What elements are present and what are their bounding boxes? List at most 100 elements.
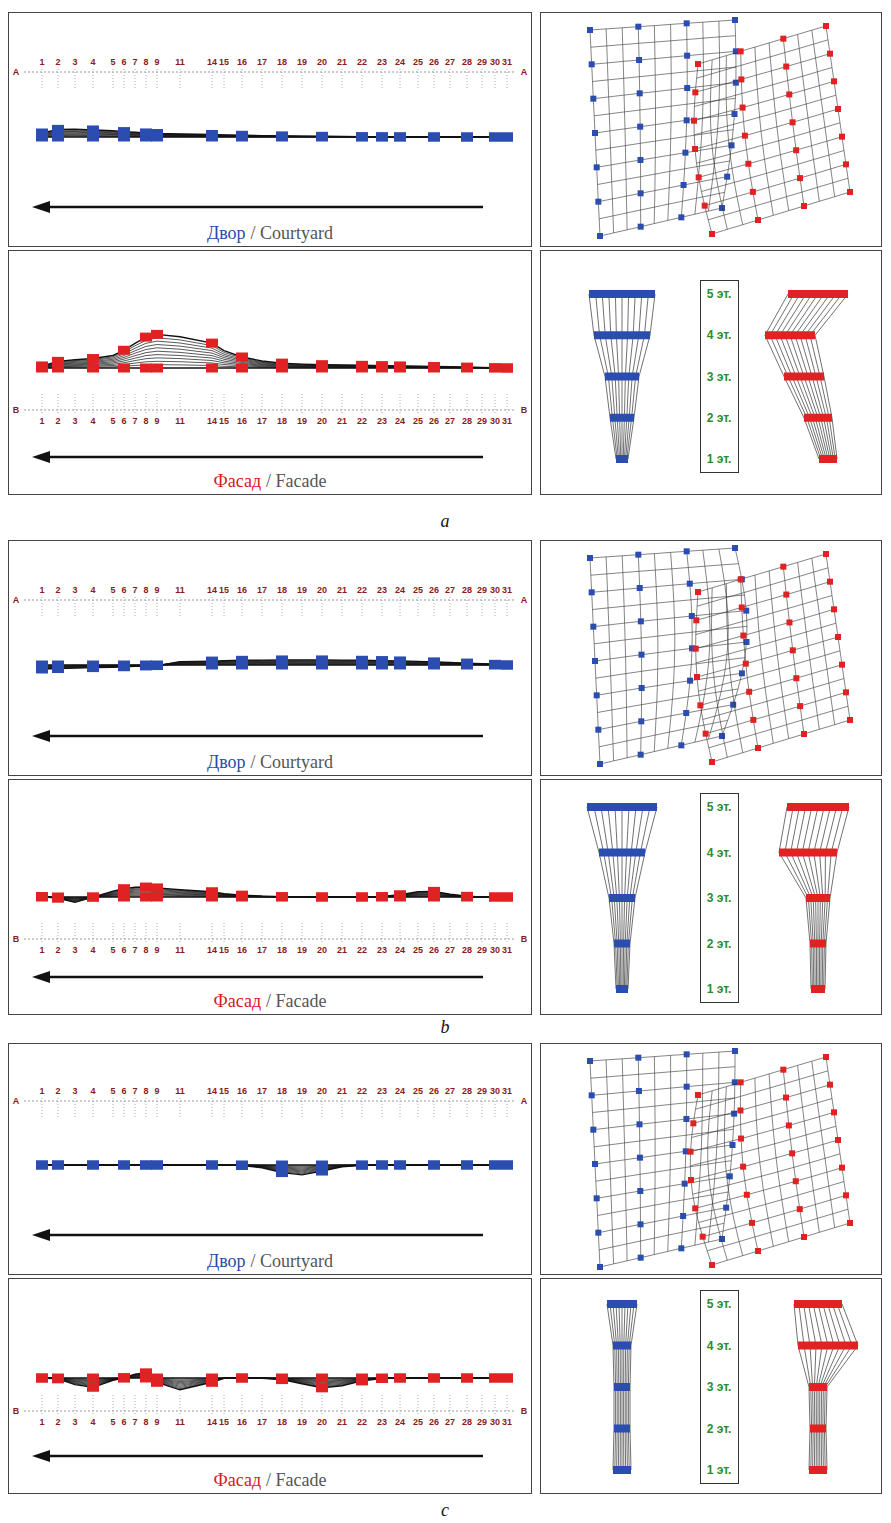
survey-mark xyxy=(118,884,130,893)
section-line xyxy=(824,1304,852,1470)
mesh-mark xyxy=(801,1234,807,1240)
mesh-line xyxy=(712,1223,850,1265)
section-line xyxy=(826,1304,858,1470)
axis-label: 18 xyxy=(277,1087,287,1096)
mesh-mark xyxy=(797,703,803,709)
mesh-line xyxy=(592,51,736,64)
mesh-line xyxy=(595,1145,733,1164)
survey-mark xyxy=(428,1161,440,1170)
survey-mark xyxy=(52,357,64,366)
survey-mark xyxy=(461,659,473,668)
axis-tick xyxy=(135,1098,136,1117)
survey-mark xyxy=(52,1374,64,1383)
survey-mark xyxy=(118,364,130,373)
survey-mark xyxy=(140,661,152,670)
mesh-mark xyxy=(687,678,693,684)
caption-text: / Facade xyxy=(266,471,326,491)
mesh-mark xyxy=(750,717,756,723)
mesh-mark xyxy=(831,1109,837,1115)
section-line xyxy=(785,294,826,459)
mesh-mark xyxy=(738,576,744,582)
axis-label: 26 xyxy=(429,946,439,955)
survey-mark xyxy=(140,364,152,373)
arrow-head xyxy=(32,1450,50,1462)
mesh-mark xyxy=(589,61,595,67)
direction-arrow xyxy=(46,206,483,209)
mesh-mark xyxy=(709,231,715,237)
survey-mark xyxy=(376,1161,388,1170)
axis-tick xyxy=(242,394,243,413)
axis-label: 8 xyxy=(143,417,148,426)
view-frame xyxy=(541,1044,882,1275)
mesh-mark xyxy=(839,1165,845,1171)
survey-mark xyxy=(461,363,473,372)
mesh-line xyxy=(725,1087,743,1256)
survey-mark xyxy=(316,1383,328,1392)
mesh-line xyxy=(693,1154,840,1194)
mesh-mark xyxy=(738,48,744,54)
axis-label: 26 xyxy=(429,586,439,595)
axis-label: B xyxy=(13,935,20,944)
mesh-line xyxy=(694,68,832,107)
survey-mark xyxy=(356,893,368,902)
survey-mark xyxy=(428,1374,440,1383)
view-frame xyxy=(541,13,882,247)
axis-tick xyxy=(362,597,363,616)
axis-tick xyxy=(322,923,323,942)
mesh-line xyxy=(695,1168,842,1209)
mesh-mark xyxy=(755,217,761,223)
survey-mark xyxy=(394,1374,406,1383)
survey-mark xyxy=(140,893,152,902)
mesh-line xyxy=(600,736,722,764)
wall-caption: Двор/ Courtyard xyxy=(9,1250,531,1272)
mesh-mark xyxy=(755,1248,761,1254)
axis-tick xyxy=(434,1395,435,1414)
axis-label: 5 xyxy=(110,1418,115,1427)
mesh-mark xyxy=(684,53,690,59)
axis-label: A xyxy=(13,68,20,77)
panel-letter: a xyxy=(441,512,450,530)
axis-label: 5 xyxy=(110,586,115,595)
axis-tick xyxy=(495,1098,496,1117)
axis-tick xyxy=(93,597,94,616)
mesh-mark xyxy=(595,1230,601,1236)
survey-mark xyxy=(394,1161,406,1170)
mesh-line xyxy=(697,637,838,677)
axis-label: 14 xyxy=(207,1418,217,1427)
mesh-mark xyxy=(823,551,829,557)
axis-tick xyxy=(382,394,383,413)
axis-tick xyxy=(418,1395,419,1414)
axis-label: 23 xyxy=(377,58,387,67)
axis-tick xyxy=(113,923,114,942)
mesh-mark xyxy=(695,589,701,595)
survey-mark xyxy=(489,133,501,142)
axis-tick xyxy=(400,394,401,413)
axis-label: 29 xyxy=(477,946,487,955)
axis-tick xyxy=(113,1395,114,1414)
mesh-mark xyxy=(746,689,752,695)
mesh-mark xyxy=(847,717,853,723)
mesh-line xyxy=(595,114,735,133)
mesh-mark xyxy=(681,182,687,188)
floor-label: 2 эт. xyxy=(707,1422,732,1436)
floor-label: 5 эт. xyxy=(707,800,732,814)
plan-frame: Двор/ Courtyard xyxy=(8,540,532,776)
survey-mark xyxy=(394,132,406,141)
mesh-mark xyxy=(743,661,749,667)
axis-label: 22 xyxy=(357,586,367,595)
axis-label: A xyxy=(13,1097,20,1106)
mesh-mark xyxy=(635,24,641,30)
mesh-line xyxy=(698,26,826,64)
axis-tick xyxy=(93,1395,94,1414)
axis-tick xyxy=(362,1395,363,1414)
axis-label: A xyxy=(521,1097,528,1106)
survey-mark xyxy=(489,364,501,373)
axis-tick xyxy=(262,1098,263,1117)
axis-label: 29 xyxy=(477,417,487,426)
axis-label: 20 xyxy=(317,1418,327,1427)
mesh-line xyxy=(700,665,842,706)
mesh-mark xyxy=(744,1192,750,1198)
floor-mark xyxy=(819,455,837,463)
mesh-mark xyxy=(780,36,786,42)
